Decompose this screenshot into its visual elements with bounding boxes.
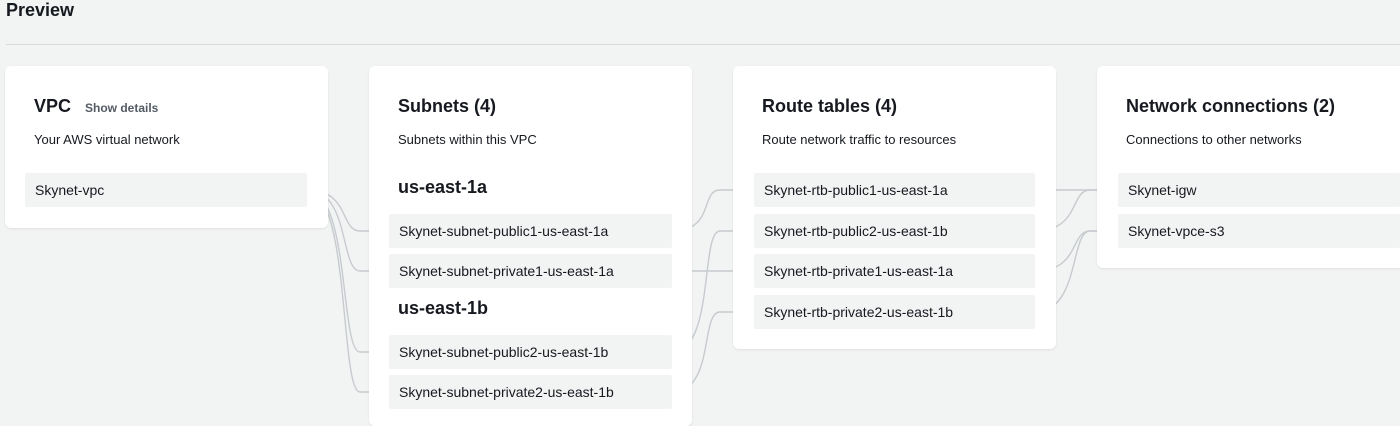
vpc-card-description: Your AWS virtual network [34, 132, 180, 147]
vpc-card-title: VPC [34, 96, 72, 116]
az-heading-us-east-1b: us-east-1b [398, 298, 489, 318]
subnet-item[interactable]: Skynet-subnet-public1-us-east-1a [389, 214, 672, 248]
az-heading-us-east-1a: us-east-1a [398, 177, 488, 197]
route-table-item[interactable]: Skynet-rtb-public1-us-east-1a [754, 173, 1035, 207]
show-details-link[interactable]: Show details [85, 101, 159, 115]
network-connections-card-title: Network connections (2) [1126, 96, 1336, 116]
route-tables-card-description: Route network traffic to resources [762, 132, 957, 147]
route-tables-card-title: Route tables (4) [762, 96, 898, 116]
subnet-item[interactable]: Skynet-subnet-private2-us-east-1b [389, 375, 672, 409]
network-connection-item[interactable]: Skynet-igw [1118, 173, 1400, 207]
subnet-item[interactable]: Skynet-subnet-public2-us-east-1b [389, 335, 672, 369]
header-divider [6, 44, 1400, 45]
subnet-item[interactable]: Skynet-subnet-private1-us-east-1a [389, 254, 672, 288]
network-connection-item[interactable]: Skynet-vpce-s3 [1118, 214, 1400, 248]
subnets-card-title: Subnets (4) [398, 96, 497, 116]
subnets-card-description: Subnets within this VPC [398, 132, 537, 147]
vpc-item[interactable]: Skynet-vpc [25, 173, 307, 207]
route-table-item[interactable]: Skynet-rtb-public2-us-east-1b [754, 214, 1035, 248]
vpc-card: VPC Show details Your AWS virtual networ… [5, 66, 328, 228]
route-tables-card: Route tables (4) Route network traffic t… [733, 66, 1056, 349]
network-connections-card: Network connections (2) Connections to o… [1097, 66, 1400, 268]
route-table-item[interactable]: Skynet-rtb-private1-us-east-1a [754, 254, 1035, 288]
preview-title: Preview [6, 0, 75, 20]
route-table-item[interactable]: Skynet-rtb-private2-us-east-1b [754, 295, 1035, 329]
subnets-card: Subnets (4) Subnets within this VPC us-e… [369, 66, 692, 426]
network-connections-card-description: Connections to other networks [1126, 132, 1302, 147]
